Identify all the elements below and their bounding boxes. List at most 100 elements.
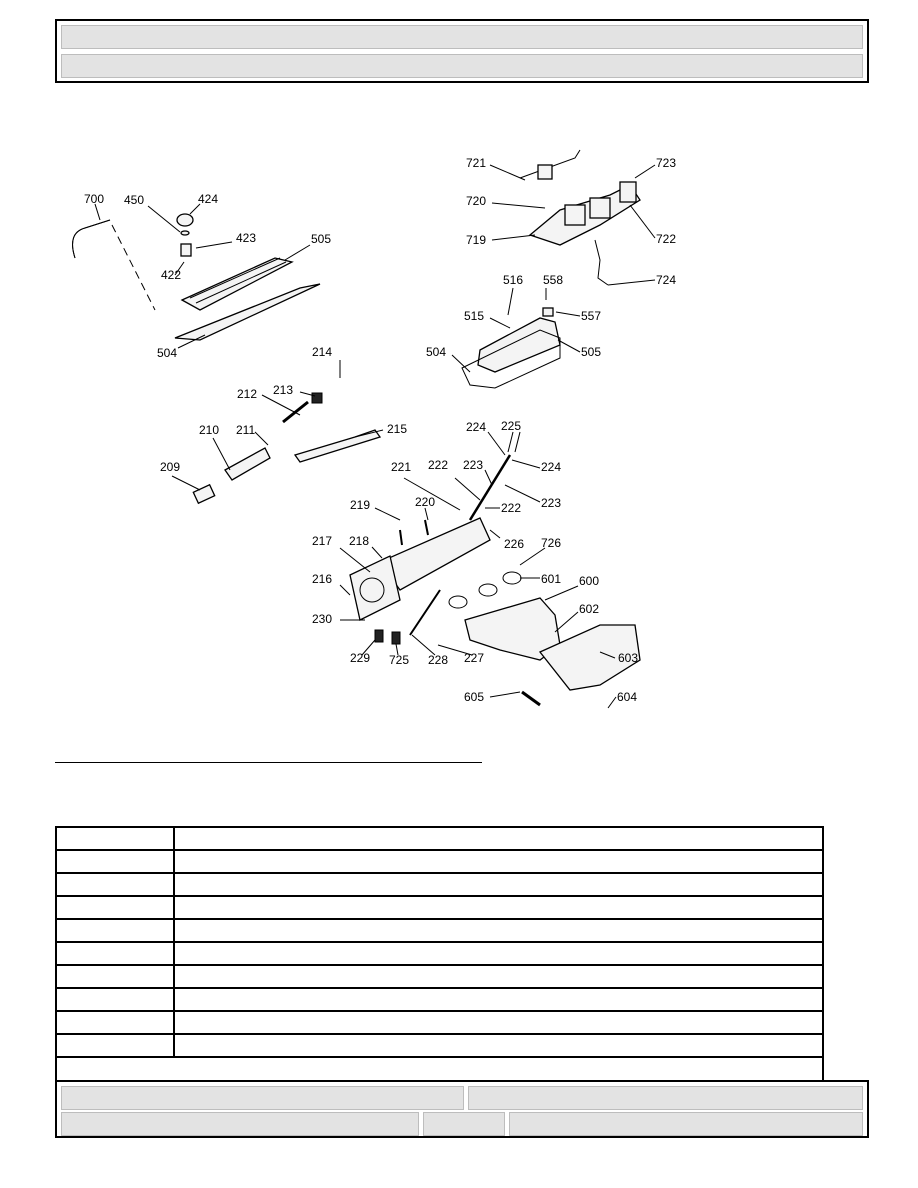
legend-description	[175, 874, 822, 895]
callout-516: 516	[503, 273, 523, 287]
fuel-rail-left	[224, 447, 271, 481]
intake-gasket-left	[293, 429, 382, 463]
legend-description	[175, 851, 822, 872]
callout-557: 557	[581, 309, 601, 323]
callout-219: 219	[350, 498, 370, 512]
callout-423: 423	[236, 231, 256, 245]
callout-601: 601	[541, 572, 561, 586]
valve-stem	[409, 589, 441, 636]
footer-cell-left	[61, 1086, 464, 1110]
callout-211: 211	[236, 423, 255, 437]
callout-229: 229	[350, 651, 370, 665]
cap-seal	[180, 230, 190, 236]
page-footer	[55, 1080, 869, 1138]
legend-description	[175, 1012, 822, 1033]
callout-214: 214	[312, 345, 332, 359]
callout-724: 724	[656, 273, 676, 287]
footer-cell-document	[61, 1112, 419, 1136]
callout-719: 719	[466, 233, 486, 247]
callout-558: 558	[543, 273, 563, 287]
callout-422: 422	[161, 268, 181, 282]
pushrods	[468, 454, 512, 521]
callout-225: 225	[501, 419, 521, 433]
callout-725: 725	[389, 653, 409, 667]
legend-callout	[57, 828, 175, 849]
valve-cover-gasket-right	[461, 329, 561, 389]
legend-row	[57, 1035, 822, 1058]
legend-description	[175, 828, 822, 849]
callout-227: 227	[464, 651, 484, 665]
footer-cell-right	[468, 1086, 863, 1110]
legend-row	[57, 851, 822, 874]
head-bolt-short	[399, 529, 403, 546]
callout-605: 605	[464, 690, 484, 704]
valve-spring	[374, 629, 384, 643]
callout-603: 603	[618, 651, 638, 665]
legend-callout	[57, 1012, 175, 1033]
callout-222-right: 222	[501, 501, 521, 515]
oil-fill-tube	[180, 243, 192, 257]
callout-230: 230	[312, 612, 332, 626]
callout-220: 220	[415, 495, 435, 509]
callout-450: 450	[124, 193, 144, 207]
header-title-bar	[61, 25, 863, 49]
exhaust-gasket-2	[478, 583, 498, 597]
callout-212: 212	[237, 387, 257, 401]
legend-row	[57, 828, 822, 851]
ignition-coil-1	[564, 204, 586, 226]
callout-228: 228	[428, 653, 448, 667]
rocker-pivot	[311, 392, 323, 404]
oil-fill-cap	[176, 213, 194, 227]
footer-cell-page	[423, 1112, 505, 1136]
callout-224-right: 224	[541, 460, 561, 474]
callout-722: 722	[656, 232, 676, 246]
pushrod-guide	[282, 400, 309, 424]
callout-224-top: 224	[466, 420, 486, 434]
callout-604: 604	[617, 690, 637, 704]
legend-description	[175, 966, 822, 987]
legend-row	[57, 943, 822, 966]
ignition-coil-3	[619, 181, 637, 203]
legend-description	[175, 1035, 822, 1056]
callout-215: 215	[387, 422, 407, 436]
exhaust-gasket-3	[502, 571, 522, 585]
valve-cover-ribs	[189, 257, 287, 304]
legend-callout	[57, 897, 175, 918]
callout-602: 602	[579, 602, 599, 616]
callout-600: 600	[579, 574, 599, 588]
footer-cell-copyright	[509, 1112, 863, 1136]
callout-700: 700	[84, 192, 104, 206]
legend-row	[57, 1012, 822, 1035]
legend-callout	[57, 920, 175, 941]
legend-row	[57, 897, 822, 920]
legend-callout	[57, 943, 175, 964]
head-plug	[391, 631, 401, 645]
callout-723: 723	[656, 156, 676, 170]
valve-cover-gasket-left	[174, 283, 321, 341]
head-gasket-bore	[359, 577, 385, 603]
callout-226: 226	[504, 537, 524, 551]
callout-504-left: 504	[157, 346, 177, 360]
callout-515: 515	[464, 309, 484, 323]
legend-row	[57, 920, 822, 943]
callout-720: 720	[466, 194, 486, 208]
hose-route-line	[111, 224, 156, 311]
legend-row	[57, 874, 822, 897]
legend-callout	[57, 989, 175, 1010]
header-subtitle-bar	[61, 54, 863, 78]
pcv-hose-inner	[72, 219, 111, 259]
ignition-coil-2	[589, 197, 611, 219]
legend-callout	[57, 851, 175, 872]
page-header	[55, 19, 869, 83]
head-bolt-long	[424, 519, 429, 536]
cylinder-head	[379, 517, 491, 591]
callout-223-top: 223	[463, 458, 483, 472]
legend-description	[175, 989, 822, 1010]
heat-shield-stud	[521, 690, 541, 707]
exhaust-manifold-lower	[538, 624, 641, 691]
callout-505-left: 505	[311, 232, 331, 246]
callout-721: 721	[466, 156, 486, 170]
exhaust-gasket-1	[448, 595, 468, 609]
section-divider	[55, 762, 482, 763]
callout-210: 210	[199, 423, 219, 437]
